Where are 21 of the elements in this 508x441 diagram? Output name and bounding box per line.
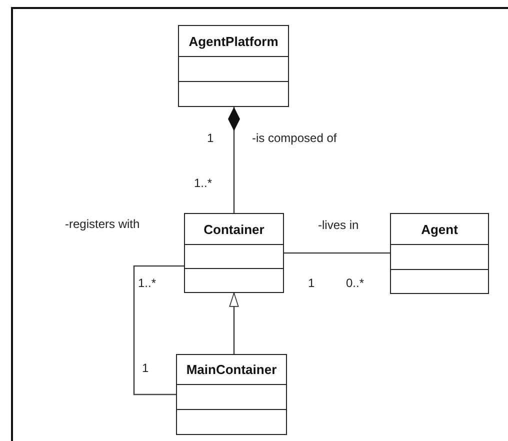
multiplicity-label: 1 <box>142 361 149 375</box>
class-name: Container <box>204 222 264 236</box>
edge-label: -registers with <box>65 217 140 231</box>
multiplicity-label: 1 <box>308 276 315 290</box>
association-line <box>133 265 184 396</box>
multiplicity-label: 1..* <box>138 276 156 290</box>
association-line <box>284 252 390 254</box>
class-box <box>176 354 287 435</box>
class-box <box>390 213 489 294</box>
composition-line <box>228 107 240 213</box>
multiplicity-label: 1 <box>207 131 214 145</box>
class-box <box>178 25 289 107</box>
multiplicity-label: 1..* <box>194 176 212 190</box>
edge-label: -lives in <box>318 218 359 232</box>
class-name: AgentPlatform <box>188 34 278 48</box>
edge-label: -is composed of <box>252 131 337 145</box>
multiplicity-label: 0..* <box>346 276 364 290</box>
generalization-arrow <box>229 292 239 354</box>
class-name: MainContainer <box>186 362 277 377</box>
class-name: Agent <box>421 222 458 236</box>
class-box <box>184 213 284 293</box>
